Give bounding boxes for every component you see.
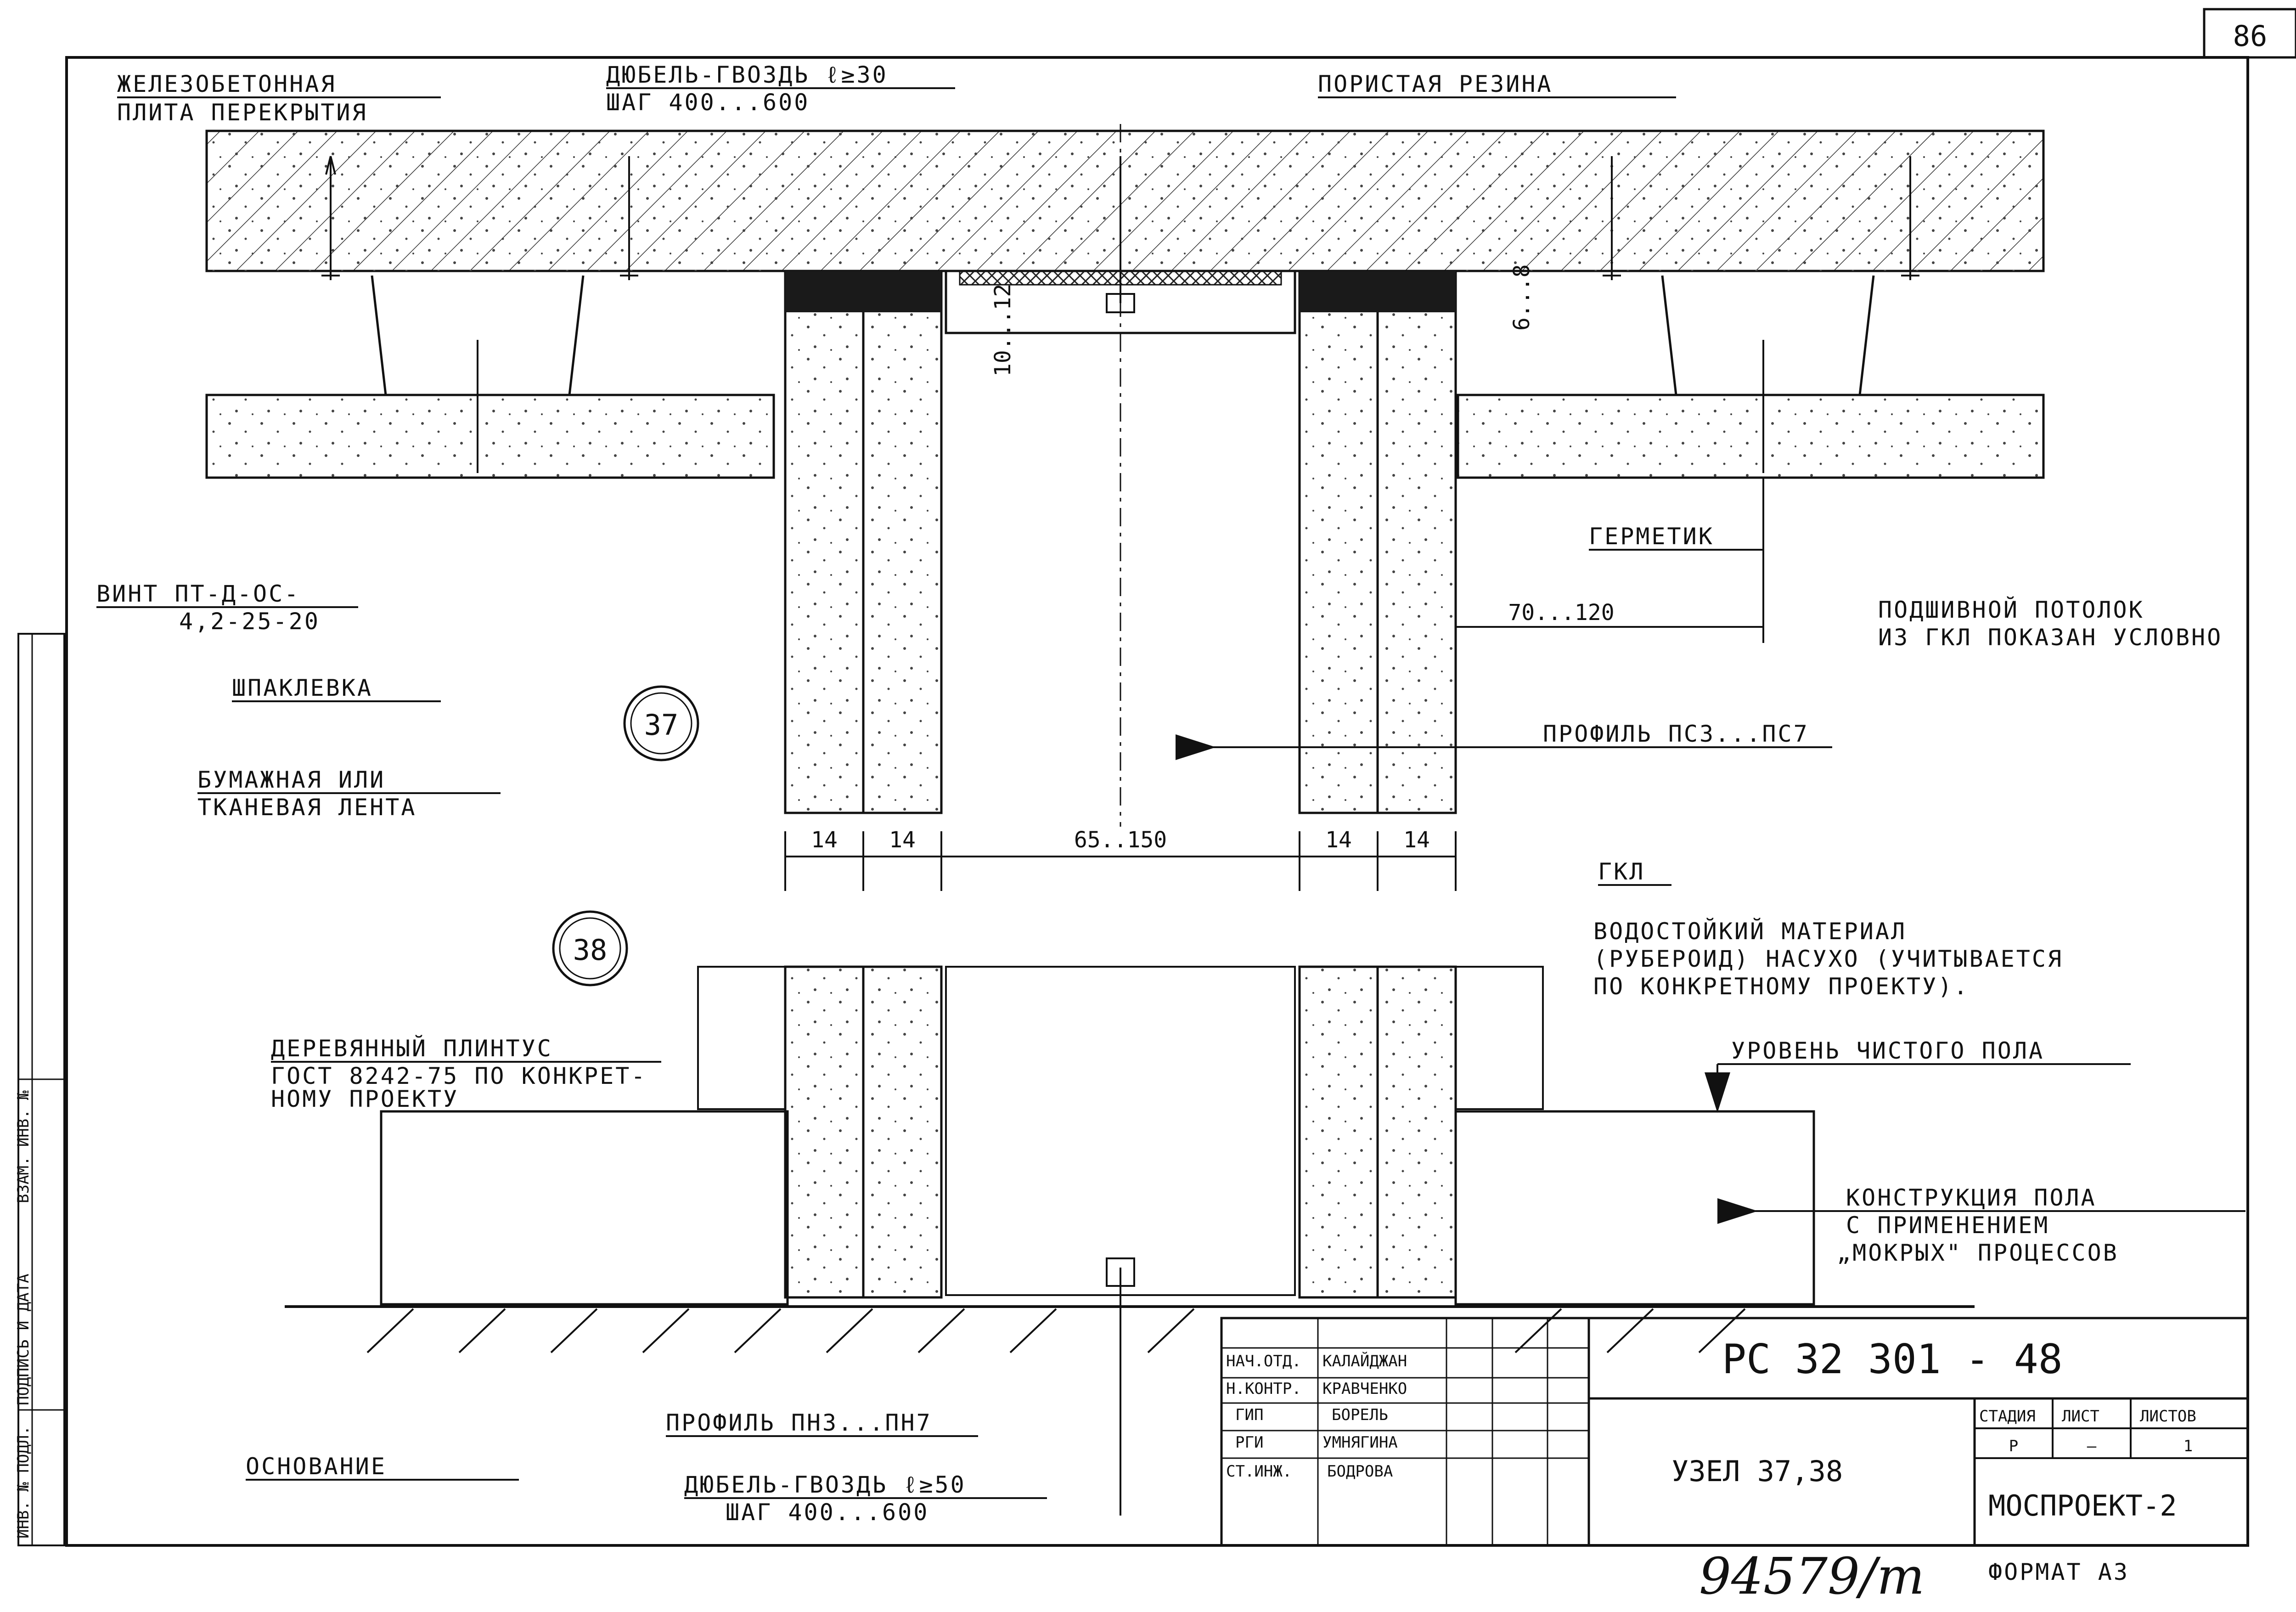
sheet-number: 86 bbox=[2233, 19, 2268, 53]
floor-right bbox=[1454, 1110, 1815, 1306]
label-profile-ps: ПРОФИЛЬ ПС3...ПС7 bbox=[1543, 721, 1809, 747]
node-38-circle bbox=[552, 910, 628, 986]
label-floor-construction-2: С ПРИМЕНЕНИЕМ bbox=[1846, 1212, 2049, 1239]
node-37-number: 37 bbox=[644, 708, 679, 742]
label-ceiling-2: ИЗ ГКЛ ПОКАЗАН УСЛОВНО bbox=[1878, 624, 2223, 651]
drawing-title: УЗЕЛ 37,38 bbox=[1671, 1454, 1843, 1488]
profile-pn bbox=[945, 966, 1296, 1296]
gkl-layer-4 bbox=[1376, 270, 1457, 814]
paper-format: ФОРМАТ А3 bbox=[1988, 1559, 2129, 1585]
name-4: УМНЯГИНА bbox=[1322, 1433, 1398, 1452]
drawing-code: РС 32 301 - 48 bbox=[1722, 1336, 2063, 1383]
margin-stamp: ИНВ. № ПОДЛ. ПОДПИСЬ И ДАТА ВЗАМ. ИНВ. № bbox=[14, 633, 65, 1546]
label-screw-1: ВИНТ ПТ-Д-ОС- bbox=[96, 581, 300, 607]
role-2: Н.КОНТР. bbox=[1226, 1380, 1301, 1398]
ceiling-gkl-right bbox=[1457, 394, 2045, 479]
gkl-layer-2 bbox=[862, 270, 943, 814]
node-38-drawing bbox=[285, 965, 1975, 1516]
role-1: НАЧ.ОТД. bbox=[1226, 1352, 1301, 1370]
label-tape-1: БУМАЖНАЯ ИЛИ bbox=[197, 767, 385, 793]
plinth-right bbox=[1455, 966, 1544, 1110]
inventory-number: 94579/т bbox=[1699, 1547, 1925, 1606]
label-dowel-top-1: ДЮБЕЛЬ-ГВОЗДЬ ℓ≥30 bbox=[606, 62, 888, 88]
label-base: ОСНОВАНИЕ bbox=[246, 1453, 387, 1480]
sheet-value: — bbox=[2087, 1437, 2097, 1455]
plinth-left bbox=[697, 966, 786, 1110]
dim-5: 14 bbox=[1403, 827, 1430, 853]
sheet-header: ЛИСТ bbox=[2062, 1407, 2099, 1426]
label-dowel-bottom-1: ДЮБЕЛЬ-ГВОЗДЬ ℓ≥50 bbox=[684, 1471, 966, 1498]
sealant-left bbox=[785, 271, 941, 312]
node-38-number: 38 bbox=[573, 933, 608, 967]
sheet-number-box bbox=[2203, 8, 2296, 59]
label-floor-level: УРОВЕНЬ ЧИСТОГО ПОЛА bbox=[1731, 1037, 2044, 1064]
label-profile-pn: ПРОФИЛЬ ПН3...ПН7 bbox=[666, 1409, 932, 1436]
label-tape-2: ТКАНЕВАЯ ЛЕНТА bbox=[197, 794, 416, 821]
dowels-top bbox=[321, 156, 1919, 473]
label-porous-rubber: ПОРИСТАЯ РЕЗИНА bbox=[1318, 71, 1553, 97]
label-dowel-bottom-2: ШАГ 400...600 bbox=[726, 1499, 929, 1526]
label-slab-2: ПЛИТА ПЕРЕКРЫТИЯ bbox=[117, 99, 368, 126]
name-2: КРАВЧЕНКО bbox=[1322, 1380, 1407, 1398]
dowel-bottom bbox=[1106, 1257, 1135, 1516]
labels: ЖЕЛЕЗОБЕТОННАЯ ПЛИТА ПЕРЕКРЫТИЯ ДЮБЕЛЬ-Г… bbox=[96, 62, 2245, 1526]
dim-gap-right: 6...8 bbox=[1509, 265, 1535, 331]
stage-value: Р bbox=[2009, 1437, 2018, 1455]
label-floor-construction-1: КОНСТРУКЦИЯ ПОЛА bbox=[1846, 1184, 2097, 1211]
dim-3: 65..150 bbox=[1074, 827, 1167, 853]
label-waterproof-3: ПО КОНКРЕТНОМУ ПРОЕКТУ). bbox=[1593, 973, 1969, 1000]
label-dowel-top-2: ШАГ 400...600 bbox=[606, 89, 810, 116]
sheets-header: ЛИСТОВ bbox=[2140, 1407, 2196, 1426]
dimension-chain: 14 14 65..150 14 14 bbox=[784, 827, 1457, 891]
dim-2: 14 bbox=[889, 827, 916, 853]
gkl-layer-1 bbox=[784, 270, 865, 814]
node-37-drawing bbox=[205, 124, 2045, 827]
label-waterproof-1: ВОДОСТОЙКИЙ МАТЕРИАЛ bbox=[1593, 918, 1907, 945]
label-gkl: ГКЛ bbox=[1598, 858, 1645, 885]
label-plinth-1: ДЕРЕВЯННЫЙ ПЛИНТУС bbox=[271, 1035, 553, 1062]
stage-header: СТАДИЯ bbox=[1979, 1407, 2036, 1426]
stamp-replace: ВЗАМ. ИНВ. № bbox=[14, 1090, 33, 1203]
name-5: БОДРОВА bbox=[1327, 1462, 1393, 1481]
label-slab-1: ЖЕЛЕЗОБЕТОННАЯ bbox=[117, 71, 336, 97]
dim-gap-top: 10...12 bbox=[990, 284, 1016, 377]
dim-4: 14 bbox=[1325, 827, 1352, 853]
role-3: ГИП bbox=[1235, 1406, 1263, 1424]
floor-left bbox=[380, 1110, 789, 1306]
ceiling-gkl-left bbox=[205, 394, 775, 479]
sheets-value: 1 bbox=[2183, 1437, 2193, 1455]
sealant-right bbox=[1300, 271, 1456, 312]
ceiling-profile-right bbox=[1661, 275, 1875, 396]
dim-offset: 70...120 bbox=[1508, 600, 1614, 626]
title-block: НАЧ.ОТД. Н.КОНТР. ГИП РГИ СТ.ИНЖ. КАЛАЙД… bbox=[1220, 1317, 2249, 1547]
stamp-sign: ПОДПИСЬ И ДАТА bbox=[14, 1274, 33, 1405]
label-plinth-2: ГОСТ 8242-75 ПО КОНКРЕТ- bbox=[271, 1063, 647, 1089]
gkl-layer-3 bbox=[1298, 270, 1379, 814]
label-floor-construction-3: „МОКРЫХ" ПРОЦЕССОВ bbox=[1837, 1240, 2119, 1266]
base-hatch bbox=[366, 1308, 1746, 1353]
label-plinth-3: НОМУ ПРОЕКТУ bbox=[271, 1086, 459, 1112]
role-4: РГИ bbox=[1235, 1433, 1263, 1452]
name-1: КАЛАЙДЖАН bbox=[1322, 1352, 1407, 1370]
role-5: СТ.ИНЖ. bbox=[1226, 1462, 1292, 1481]
label-ceiling-1: ПОДШИВНОЙ ПОТОЛОК bbox=[1878, 596, 2144, 623]
dim-1: 14 bbox=[811, 827, 838, 853]
label-waterproof-2: (РУБЕРОИД) НАСУХО (УЧИТЫВАЕТСЯ bbox=[1593, 946, 2063, 972]
stamp-inv: ИНВ. № ПОДЛ. bbox=[14, 1426, 33, 1539]
label-screw-2: 4,2-25-20 bbox=[179, 608, 320, 635]
label-sealant: ГЕРМЕТИК bbox=[1589, 523, 1714, 550]
sheet-frame bbox=[65, 56, 2249, 1547]
node-37-circle bbox=[623, 685, 699, 761]
label-putty: ШПАКЛЕВКА bbox=[232, 675, 373, 701]
organization: МОСПРОЕКТ-2 bbox=[1988, 1489, 2177, 1522]
name-3: БОРЕЛЬ bbox=[1332, 1406, 1388, 1424]
